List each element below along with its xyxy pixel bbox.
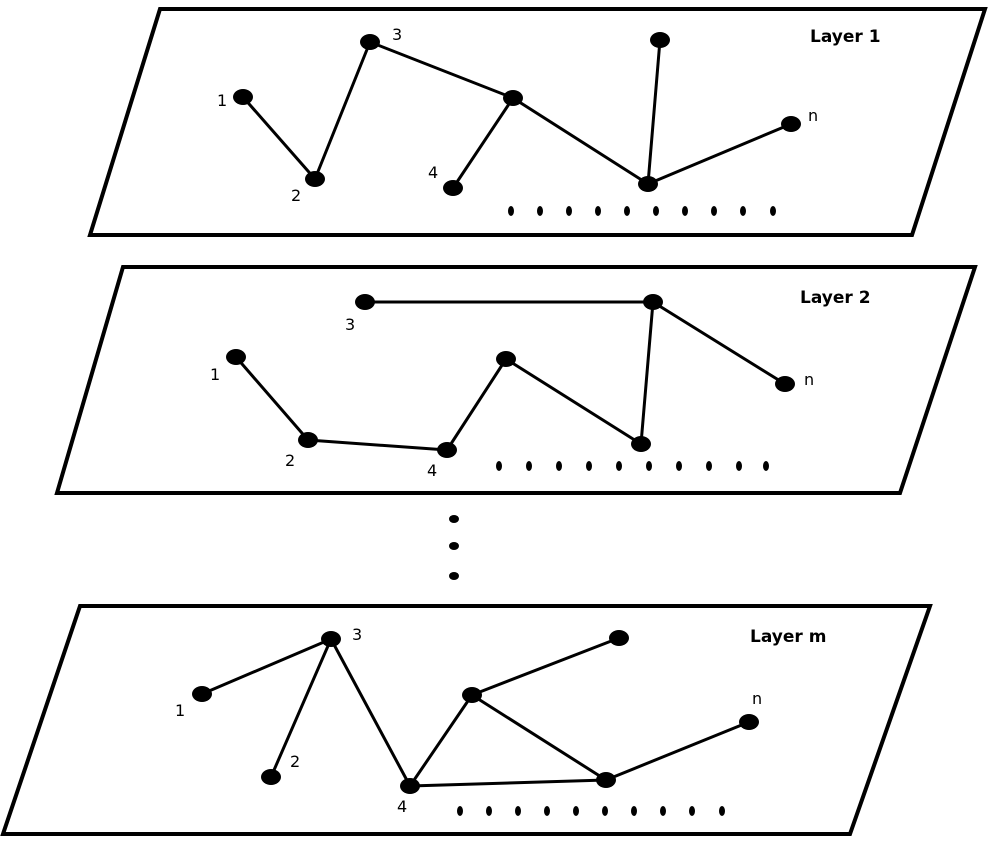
network-node <box>437 442 457 458</box>
layer-2: Layer 2 1 2 3 4 n <box>54 265 978 495</box>
edge <box>408 778 608 788</box>
layer-m-node-labels: 1 2 3 4 n <box>175 625 762 816</box>
layer-m-label: Layer m <box>750 627 826 647</box>
layer-1: Layer 1 1 2 3 4 n <box>87 7 988 237</box>
node-label-2: 2 <box>285 451 295 470</box>
node-label-4: 4 <box>428 163 438 182</box>
node-label-2: 2 <box>290 752 300 771</box>
edge <box>408 693 474 788</box>
edge <box>470 693 608 782</box>
network-node <box>233 89 253 105</box>
layer-2-nodes <box>226 294 795 458</box>
network-node <box>496 351 516 367</box>
edge <box>651 300 787 386</box>
node-label-3: 3 <box>352 625 362 644</box>
node-label-n: n <box>752 689 762 708</box>
layer-m-ellipsis-dots <box>457 806 725 816</box>
edge <box>445 357 508 452</box>
edge <box>646 38 662 186</box>
network-node <box>360 34 380 50</box>
node-label-4: 4 <box>397 797 407 816</box>
layer-2-edges <box>234 300 787 452</box>
node-label-3: 3 <box>345 315 355 334</box>
network-node <box>739 714 759 730</box>
layer-1-ellipsis-dots <box>508 206 776 216</box>
network-node <box>400 778 420 794</box>
network-node <box>462 687 482 703</box>
node-label-2: 2 <box>291 186 301 205</box>
vertical-ellipsis <box>449 515 459 580</box>
layer-m-edges <box>200 636 751 788</box>
node-label-1: 1 <box>217 91 227 110</box>
network-node <box>503 90 523 106</box>
layer-2-plane <box>54 265 978 495</box>
network-node <box>192 686 212 702</box>
edge <box>313 40 372 181</box>
layer-2-node-labels: 1 2 3 4 n <box>210 315 814 480</box>
edge <box>639 300 655 446</box>
layer-2-ellipsis-dots <box>496 461 769 471</box>
network-node <box>298 432 318 448</box>
network-node <box>261 769 281 785</box>
edge <box>368 40 515 100</box>
edge <box>200 637 333 696</box>
edge <box>269 637 333 779</box>
edge <box>604 720 751 782</box>
network-node <box>596 772 616 788</box>
node-label-n: n <box>808 106 818 125</box>
network-node <box>321 631 341 647</box>
node-label-1: 1 <box>210 365 220 384</box>
layer-2-label: Layer 2 <box>800 288 871 308</box>
network-node <box>355 294 375 310</box>
node-label-n: n <box>804 370 814 389</box>
layer-m: Layer m 1 2 3 4 n <box>0 604 933 836</box>
layer-1-nodes <box>233 32 801 196</box>
layer-1-node-labels: 1 2 3 4 n <box>217 25 818 205</box>
edge <box>234 355 310 442</box>
layer-1-edges <box>241 38 793 190</box>
node-label-1: 1 <box>175 701 185 720</box>
edge <box>306 438 449 452</box>
node-label-3: 3 <box>392 25 402 44</box>
network-node <box>775 376 795 392</box>
network-node <box>631 436 651 452</box>
network-node <box>305 171 325 187</box>
network-node <box>781 116 801 132</box>
layer-m-plane <box>0 604 933 836</box>
network-node <box>443 180 463 196</box>
node-label-4: 4 <box>427 461 437 480</box>
edge <box>511 96 650 186</box>
edge <box>470 636 621 697</box>
network-node <box>226 349 246 365</box>
network-node <box>638 176 658 192</box>
edge <box>646 122 793 186</box>
edge <box>504 357 643 446</box>
edge <box>329 637 412 788</box>
edge <box>241 95 317 181</box>
edge <box>451 96 515 190</box>
layer-m-nodes <box>192 630 759 794</box>
layer-1-label: Layer 1 <box>810 27 881 47</box>
network-node <box>609 630 629 646</box>
network-node <box>643 294 663 310</box>
network-node <box>650 32 670 48</box>
